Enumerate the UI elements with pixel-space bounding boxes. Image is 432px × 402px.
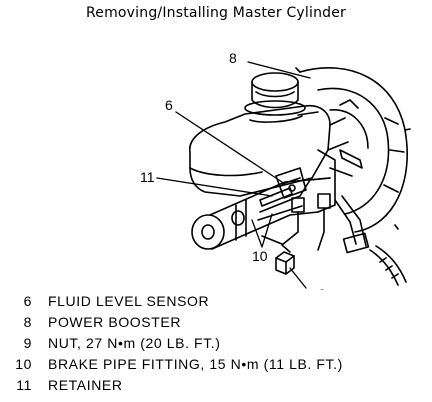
legend-item: 11 RETAINER (6, 374, 426, 395)
legend-item: 9 NUT, 27 N•m (20 LB. FT.) (6, 332, 426, 353)
legend-label: POWER BOOSTER (48, 313, 182, 330)
diagram-title: Removing/Installing Master Cylinder (85, 5, 347, 21)
legend-item: 6 FLUID LEVEL SENSOR (6, 290, 426, 311)
legend-number: 9 (23, 334, 32, 351)
legend-label: RETAINER (48, 376, 123, 393)
legend-label: FLUID LEVEL SENSOR (48, 292, 210, 309)
master-cylinder-body (191, 149, 336, 250)
legend-item: 10 BRAKE PIPE FITTING, 15 N•m (11 LB. FT… (6, 353, 426, 374)
brake-pipe-fittings (281, 177, 331, 253)
legend-label: BRAKE PIPE FITTING, 15 N•m (11 LB. FT.) (48, 355, 343, 372)
legend-label: NUT, 27 N•m (20 LB. FT.) (48, 334, 221, 351)
legend-item: 8 POWER BOOSTER (6, 311, 426, 332)
callout-9: 9 (318, 286, 326, 290)
callout-10: 10 (252, 248, 268, 264)
leader-lines (156, 61, 311, 289)
callout-6: 6 (165, 97, 173, 113)
power-booster (295, 67, 411, 233)
reservoir-cap (244, 72, 306, 116)
master-cylinder-illustration: 8 6 11 10 9 (140, 50, 411, 290)
callout-8: 8 (229, 50, 237, 66)
parts-legend: 6 FLUID LEVEL SENSOR 8 POWER BOOSTER 9 N… (6, 290, 426, 395)
legend-number: 10 (15, 355, 32, 372)
retainer (259, 187, 293, 207)
legend-number: 6 (23, 292, 32, 309)
callout-11: 11 (140, 169, 155, 185)
booster-studs (329, 149, 363, 177)
legend-number: 11 (16, 376, 32, 393)
brake-pipes (334, 195, 407, 286)
legend-number: 8 (23, 313, 32, 330)
fluid-reservoir (189, 104, 349, 197)
